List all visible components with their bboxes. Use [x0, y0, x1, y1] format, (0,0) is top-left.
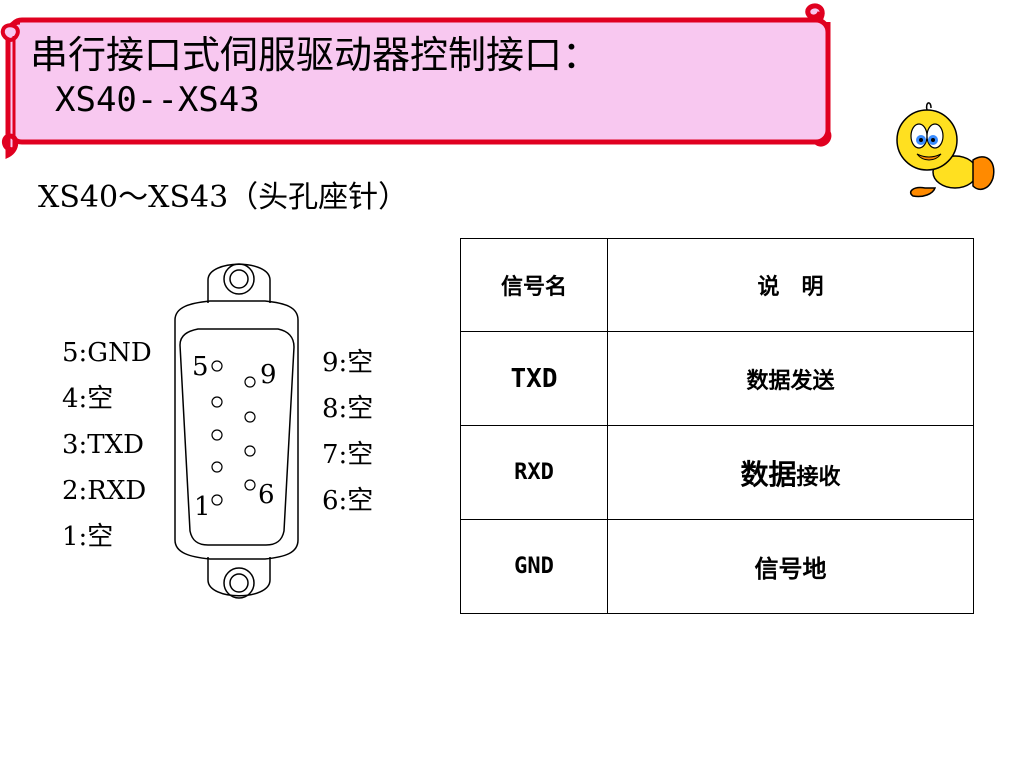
signal-name-cell: GND [460, 519, 608, 614]
pin-9-label: 9:空 [322, 348, 374, 378]
right-pin-list: 9:空 8:空 7:空 6:空 [322, 340, 373, 524]
pin-2-label: 2:RXD [62, 476, 147, 506]
pin-5-label: 5:GND [62, 338, 152, 368]
pin-4-label: 4:空 [62, 384, 114, 414]
pin-label-5: 5 [192, 352, 209, 382]
signal-desc-cell: 数据接收 [607, 425, 974, 520]
pin-8-label: 8:空 [322, 394, 374, 424]
header-signal-name: 信号名 [460, 238, 608, 332]
table-row: GND 信号地 [460, 519, 974, 614]
cartoon-bird-icon [896, 102, 995, 198]
pin-label-6: 6 [258, 480, 275, 510]
signal-name-cell: RXD [460, 425, 608, 520]
connector-subtitle: XS40～XS43（头孔座针） [38, 180, 409, 215]
signal-desc-cell: 数据发送 [607, 331, 974, 426]
signal-desc-part-b: 接收 [796, 464, 841, 490]
title-scroll-banner [0, 3, 832, 160]
signal-name-cell: TXD [460, 331, 608, 426]
pin-1-label: 1:空 [62, 522, 114, 552]
signal-desc-cell: 信号地 [607, 519, 974, 614]
pin-label-9: 9 [260, 360, 277, 390]
table-header-row: 信号名 说 明 [460, 238, 974, 332]
table-row: RXD 数据接收 [460, 425, 974, 520]
pin-6-label: 6:空 [322, 486, 374, 516]
table-row: TXD 数据发送 [460, 331, 974, 426]
db9-connector-diagram: 5 9 6 1 [174, 263, 299, 599]
left-pin-list: 5:GND 4:空 3:TXD 2:RXD 1:空 [62, 330, 152, 560]
signal-table: 信号名 说 明 TXD 数据发送 RXD 数据接收 GND 信号地 [460, 238, 974, 614]
page-title-model: XS40--XS43 [55, 80, 260, 120]
header-description: 说 明 [607, 238, 974, 332]
signal-desc-part-a: 数据 [740, 457, 797, 491]
pin-label-1: 1 [194, 492, 211, 522]
pin-7-label: 7:空 [322, 440, 374, 470]
page-title: 串行接口式伺服驱动器控制接口： [30, 33, 601, 77]
pin-3-label: 3:TXD [62, 430, 144, 460]
